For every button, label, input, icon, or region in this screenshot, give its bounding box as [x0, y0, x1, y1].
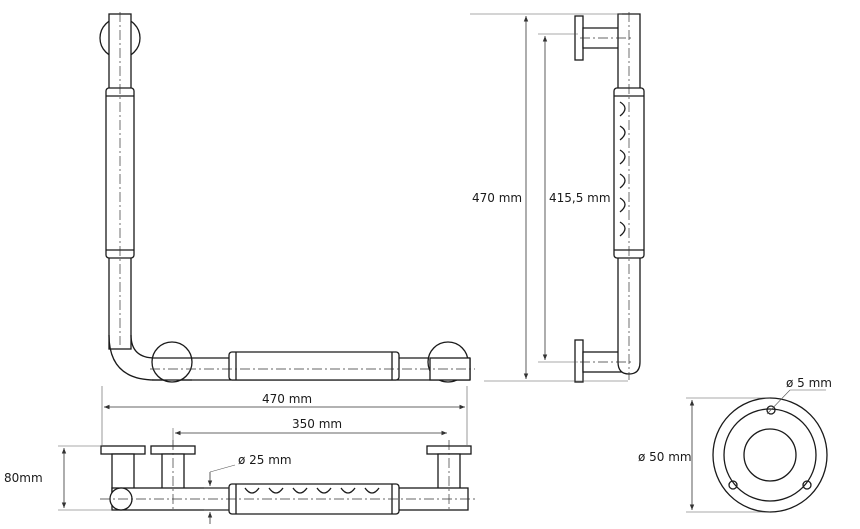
rosette-center-bore	[743, 428, 797, 482]
bottom-grip-ribs	[244, 487, 380, 494]
grip-height-side-label: 415,5 mm	[549, 191, 611, 205]
dimension-labels: 470 mm 415,5 mm 470 mm 350 mm 80mm ø 25 …	[4, 191, 832, 485]
rosette-inner-ring	[723, 408, 817, 502]
mounting-hole-left	[728, 480, 738, 490]
width-bottom-label: 470 mm	[262, 392, 312, 406]
bottom-view	[100, 440, 475, 515]
tube-diameter-label: ø 25 mm	[238, 453, 292, 467]
depth-bottom-label: 80mm	[4, 471, 43, 485]
side-view	[574, 12, 645, 383]
left-wall-plate	[100, 445, 146, 455]
rosette-outer	[712, 397, 828, 513]
horizontal-grip-sleeve	[228, 351, 400, 381]
height-side-label: 470 mm	[472, 191, 522, 205]
mounting-hole-right	[802, 480, 812, 490]
dimension-lines	[58, 13, 826, 524]
corner-wall-rosette	[151, 341, 193, 383]
mounting-hole-top	[766, 405, 776, 415]
front-view	[99, 12, 475, 383]
rosette-view	[712, 397, 828, 513]
bottom-flange-plate	[574, 339, 584, 383]
hole-diameter-label: ø 5 mm	[786, 376, 832, 390]
rosette-diameter-label: ø 50 mm	[638, 450, 692, 464]
grip-width-bottom-label: 350 mm	[292, 417, 342, 431]
grip-ribs	[619, 101, 626, 237]
